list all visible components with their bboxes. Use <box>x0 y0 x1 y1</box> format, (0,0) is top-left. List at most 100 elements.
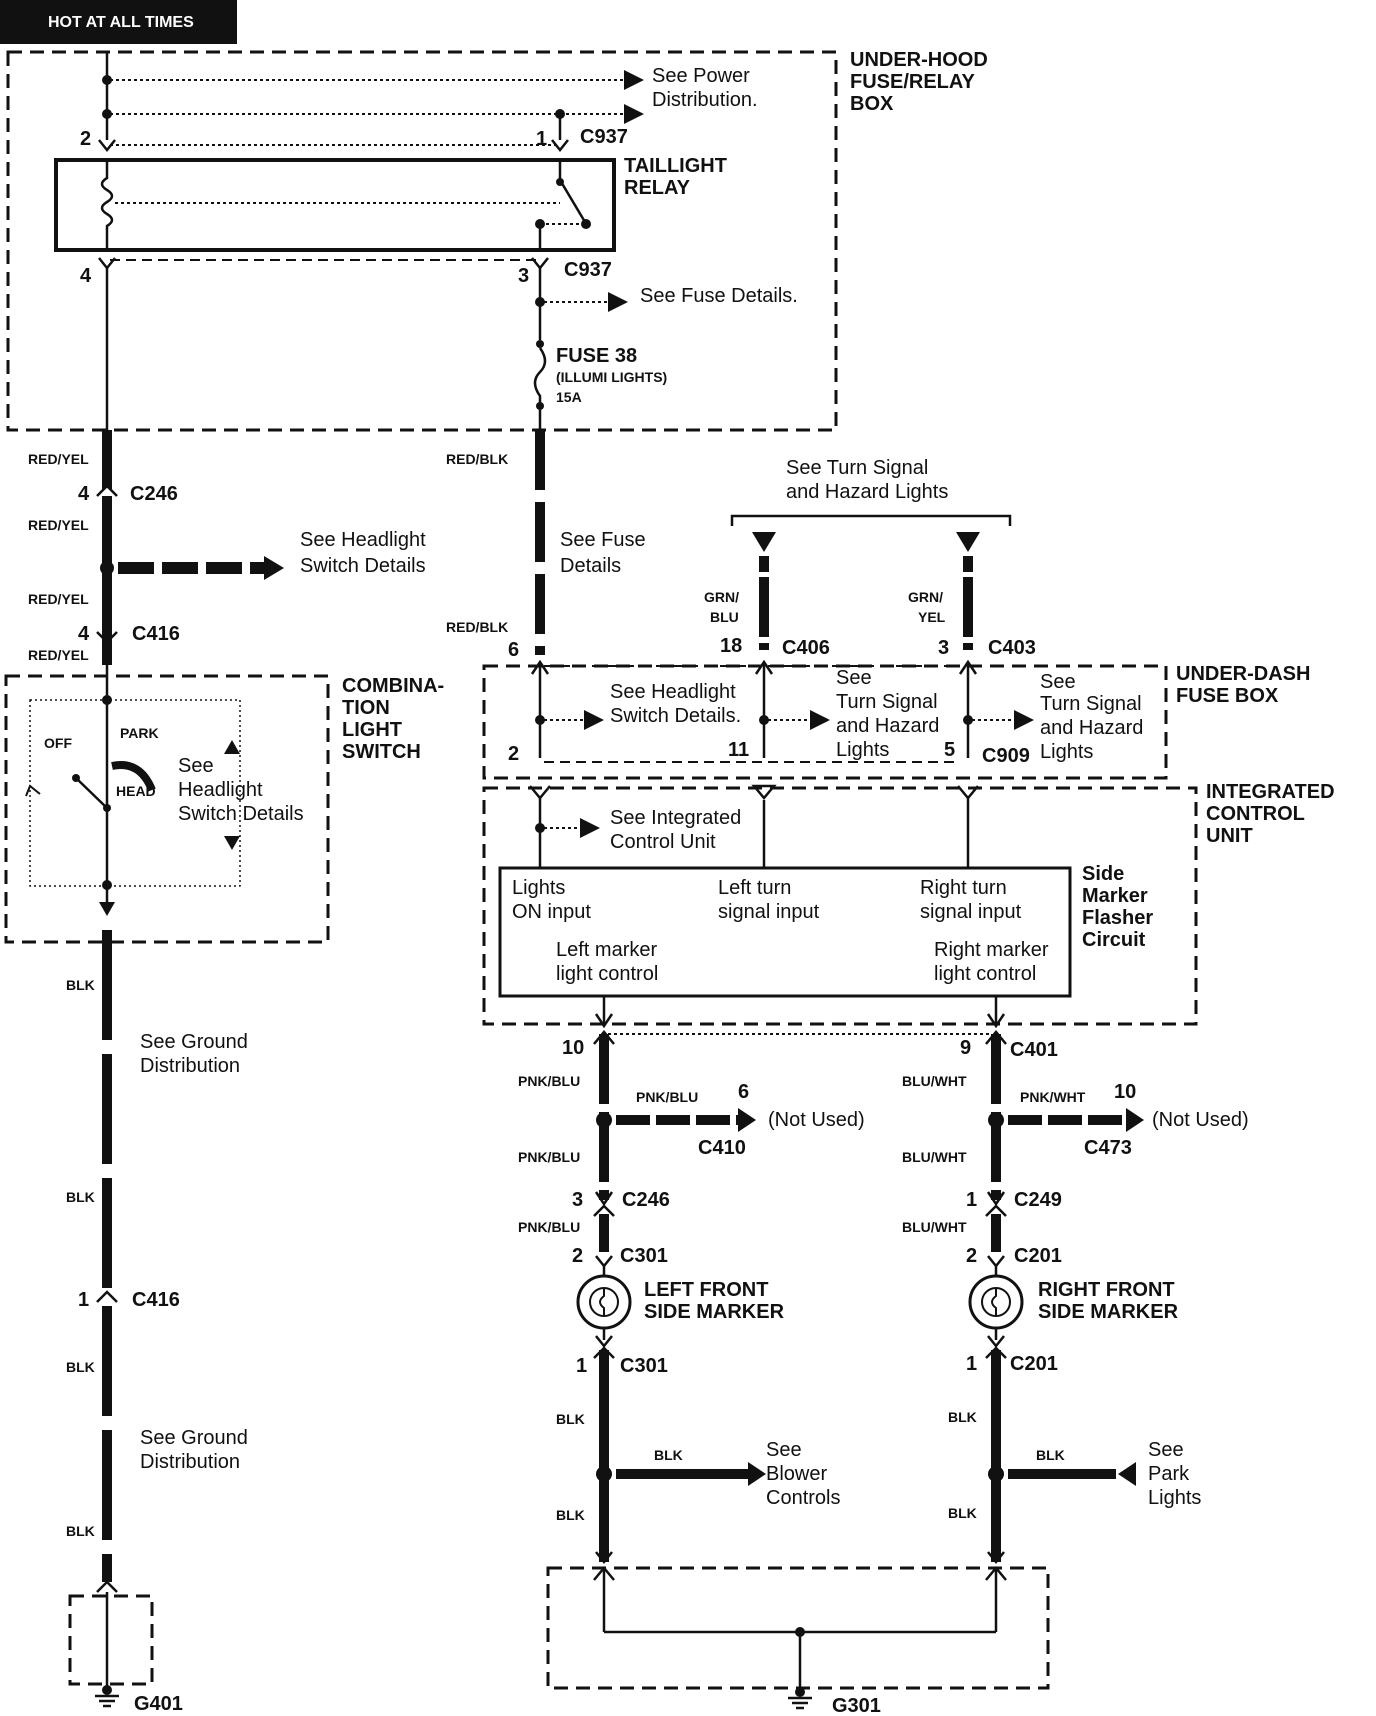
pin-2-under-dash: 2 <box>508 743 519 765</box>
wire-pnk-blu-2: PNK/BLU <box>518 1149 580 1165</box>
c937-bottom: C937 <box>564 259 612 281</box>
turn-hazard-a-3: and Hazard <box>836 715 939 737</box>
fuse-details-ref-2-line2: Details <box>560 555 621 577</box>
headlight-ref-3-line1: See <box>178 755 214 777</box>
combo-label-3: LIGHT <box>342 719 402 741</box>
pin-6-under-dash: 6 <box>508 639 519 661</box>
wire-red-yel-4: RED/YEL <box>28 647 89 663</box>
wire-pnk-blu-branch: PNK/BLU <box>636 1089 698 1105</box>
wire-blk-park: BLK <box>1036 1447 1065 1463</box>
c937-top: C937 <box>580 126 628 148</box>
icu-left-turn-1: Left turn <box>718 877 791 899</box>
pin-9-c401: 9 <box>960 1037 971 1059</box>
flasher-label-4: Circuit <box>1082 929 1146 951</box>
combination-switch-box <box>4 674 330 944</box>
pin-4-c937: 4 <box>80 265 92 287</box>
pin-18-c406: 18 <box>720 635 742 657</box>
c416-top: C416 <box>132 623 180 645</box>
icu-box <box>482 786 1198 1026</box>
ground-g301: G301 <box>832 1695 881 1716</box>
wire-red-yel-1: RED/YEL <box>28 451 89 467</box>
wire-blu-wht-2: BLU/WHT <box>902 1149 967 1165</box>
icu-right-turn-1: Right turn <box>920 877 1007 899</box>
c201-bottom: C201 <box>1010 1353 1058 1375</box>
pin-1-c249: 1 <box>966 1189 977 1211</box>
icu-left-marker-2: light control <box>556 963 658 985</box>
c403: C403 <box>988 637 1036 659</box>
pin-4-c246: 4 <box>78 483 90 505</box>
left-side-marker-bulb <box>576 1274 632 1330</box>
c246-bottom: C246 <box>622 1189 670 1211</box>
c201-top: C201 <box>1014 1245 1062 1267</box>
pin-1-c201: 1 <box>966 1353 977 1375</box>
under-hood-label-1: UNDER-HOOD <box>850 49 988 71</box>
headlight-ref-1-line2: Switch Details <box>300 555 426 577</box>
turn-hazard-top-line2: and Hazard Lights <box>786 481 948 503</box>
combo-label-1: COMBINA- <box>342 675 444 697</box>
icu-label-3: UNIT <box>1206 825 1253 847</box>
right-marker-label-2: SIDE MARKER <box>1038 1301 1179 1323</box>
turn-hazard-b-2: Turn Signal <box>1040 693 1142 715</box>
relay-contact <box>558 160 587 223</box>
power-dist-ref-2: Distribution. <box>652 89 758 111</box>
switch-off: OFF <box>44 735 72 751</box>
pin-10-c401: 10 <box>562 1037 584 1059</box>
wire-blu-wht-3: BLU/WHT <box>902 1219 967 1235</box>
c406: C406 <box>782 637 830 659</box>
turn-hazard-a-4: Lights <box>836 739 889 761</box>
turn-hazard-top-line1: See Turn Signal <box>786 457 928 479</box>
taillight-relay-box <box>54 158 616 252</box>
combo-label-2: TION <box>342 697 390 719</box>
wire-red-yel-2: RED/YEL <box>28 517 89 533</box>
blower-ref-2: Blower <box>766 1463 827 1485</box>
icu-right-marker-1: Right marker <box>934 939 1049 961</box>
icu-ref-line1: See Integrated <box>610 807 741 829</box>
c301-top: C301 <box>620 1245 668 1267</box>
wire-blu-wht-1: BLU/WHT <box>902 1073 967 1089</box>
header-bar <box>0 0 237 44</box>
wire-blk-left-4: BLK <box>66 1523 95 1539</box>
wire-blk-left-1: BLK <box>66 977 95 993</box>
pin-3-c937: 3 <box>518 265 529 287</box>
pin-11-under-dash: 11 <box>728 739 749 761</box>
wire-grn-yel-1: GRN/ <box>908 589 943 605</box>
pin-5-under-dash: 5 <box>944 739 955 761</box>
switch-head: HEAD <box>116 783 156 799</box>
power-dist-ref-1: See Power <box>652 65 750 87</box>
c473: C473 <box>1084 1137 1132 1159</box>
flasher-label-3: Flasher <box>1082 907 1153 929</box>
turn-hazard-a-1: See <box>836 667 872 689</box>
flasher-label-2: Marker <box>1082 885 1148 907</box>
wire-red-yel-3: RED/YEL <box>28 591 89 607</box>
switch-park-head-arc <box>111 761 156 792</box>
switch-blade <box>75 777 108 809</box>
flasher-circuit-box <box>498 866 1072 998</box>
under-hood-label-2: FUSE/RELAY <box>850 71 976 93</box>
turn-hazard-a-2: Turn Signal <box>836 691 938 713</box>
ground-ref-2-line1: See Ground <box>140 1427 248 1449</box>
under-dash-label-1: UNDER-DASH <box>1176 663 1310 685</box>
fuse-details-ref-2-line1: See Fuse <box>560 529 646 551</box>
pin-2-c201: 2 <box>966 1245 977 1267</box>
pin-1-c301: 1 <box>576 1355 587 1377</box>
c416-bottom: C416 <box>132 1289 180 1311</box>
relay-coil <box>100 160 114 250</box>
wire-blk-lm-2: BLK <box>556 1507 585 1523</box>
headlight-ref-2-line2: Switch Details. <box>610 705 741 727</box>
wire-pnk-blu-1: PNK/BLU <box>518 1073 580 1089</box>
c249: C249 <box>1014 1189 1062 1211</box>
fuse-name: FUSE 38 <box>556 345 637 367</box>
wire-grn-blu-2: BLU <box>710 609 739 625</box>
ground-g401: G401 <box>134 1693 183 1715</box>
wire-blk-lm-1: BLK <box>556 1411 585 1427</box>
icu-ref-line2: Control Unit <box>610 831 716 853</box>
header-label: HOT AT ALL TIMES <box>48 14 194 31</box>
blower-ref-1: See <box>766 1439 802 1461</box>
pin-2-c301: 2 <box>572 1245 583 1267</box>
not-used-right: (Not Used) <box>1152 1109 1249 1131</box>
ground-ref-2-line2: Distribution <box>140 1451 240 1473</box>
headlight-ref-3-line2: Headlight <box>178 779 263 801</box>
wire-blk-left-3: BLK <box>66 1359 95 1375</box>
wire-blk-rm-2: BLK <box>948 1505 977 1521</box>
left-marker-label-1: LEFT FRONT <box>644 1279 768 1301</box>
